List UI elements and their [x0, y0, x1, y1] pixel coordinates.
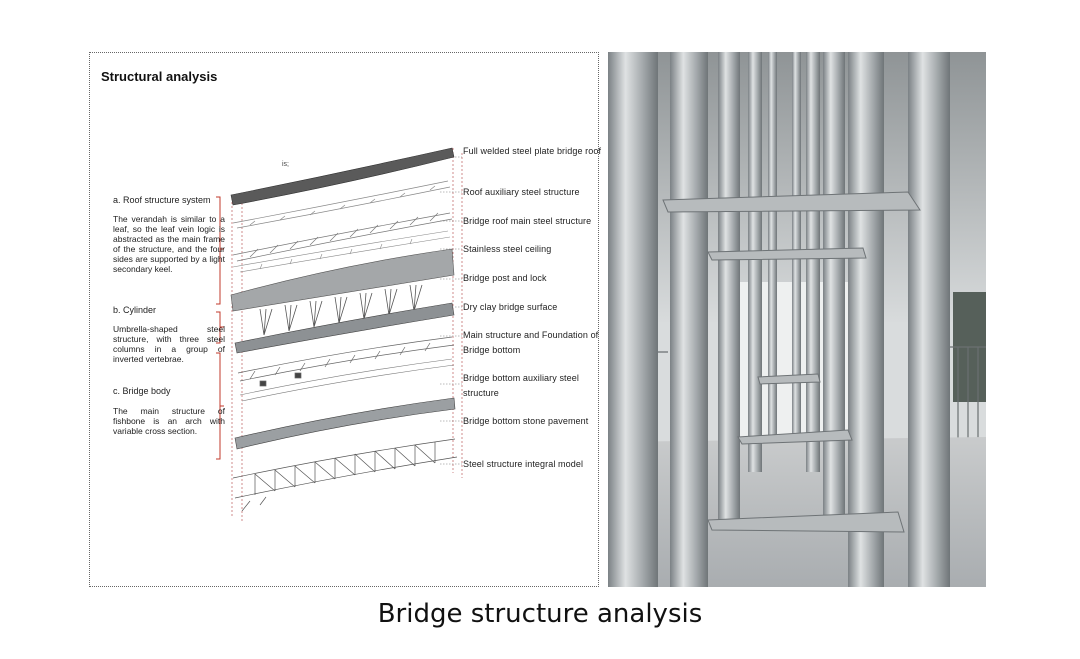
- structural-analysis-panel: Structural analysis is;: [89, 52, 601, 587]
- guide-lines: [231, 148, 463, 523]
- group-title-cylinder: b. Cylinder: [113, 305, 157, 315]
- layer-stone-pavement: [234, 397, 456, 450]
- group-brackets: [216, 196, 224, 460]
- layer-bottom-auxiliary: [239, 358, 455, 402]
- layer-label: Roof auxiliary steel structure: [463, 187, 580, 197]
- photo-illustration: [608, 52, 986, 587]
- layer-roof-plate: [230, 147, 455, 206]
- bridge-underside-photo: [608, 52, 986, 587]
- layer-post-lock-plate: [230, 248, 455, 312]
- layer-label: Dry clay bridge surface: [463, 302, 558, 312]
- group-desc-cylinder: Umbrella-shaped steel structure, with th…: [113, 324, 225, 364]
- group-desc-bridge-body: The main structure of fishbone is an arc…: [113, 406, 225, 436]
- layer-label: Main structure and Foundation of Bridge …: [463, 330, 599, 355]
- layer-stainless-ceiling: [232, 230, 451, 273]
- layer-label: Stainless steel ceiling: [463, 244, 552, 254]
- layer-roof-auxiliary: [232, 180, 451, 229]
- layer-label: Bridge bottom stone pavement: [463, 416, 589, 426]
- panel-title: Structural analysis: [101, 69, 218, 84]
- layer-label: Bridge bottom auxiliary steel structure: [463, 373, 579, 398]
- exploded-axonometric-diagram: is;: [216, 147, 463, 523]
- layer-bottom-main-structure: [237, 336, 455, 387]
- layer-bridge-surface: [234, 302, 455, 354]
- group-title-bridge-body: c. Bridge body: [113, 386, 171, 396]
- layer-label: Bridge roof main steel structure: [463, 216, 592, 226]
- layer-roof-main-steel: [232, 212, 453, 262]
- layer-label: Steel structure integral model: [463, 459, 584, 469]
- layer-cylinders: [259, 284, 423, 336]
- group-desc-roof: The verandah is similar to a leaf, so th…: [113, 214, 225, 274]
- stray-mark: is;: [282, 161, 289, 168]
- layer-label: Full welded steel plate bridge roof: [463, 146, 602, 156]
- group-title-roof: a. Roof structure system: [113, 195, 211, 205]
- figure-caption: Bridge structure analysis: [377, 599, 703, 629]
- layer-label: Bridge post and lock: [463, 273, 547, 283]
- layer-integral-model: [232, 438, 458, 512]
